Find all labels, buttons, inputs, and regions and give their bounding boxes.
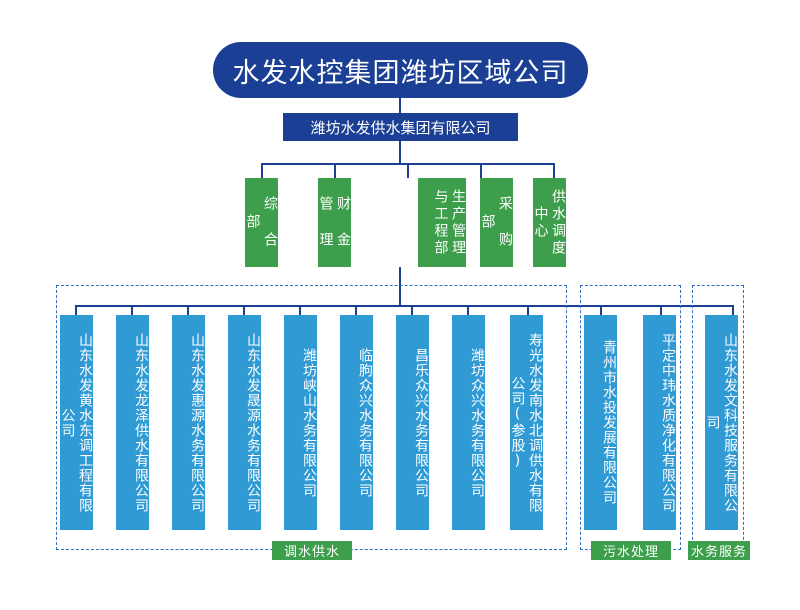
company-huangshuidongdiao: 山东水发黄水东调工程有限公司 — [60, 315, 93, 530]
dept-shengchanguanli: 生产管理与工程部 — [418, 178, 466, 267]
tag-water-supply: 调水供水 — [272, 541, 352, 560]
connector-dept-3 — [407, 163, 409, 178]
group-company: 潍坊水发供水集团有限公司 — [283, 113, 518, 141]
connector-sub-9 — [527, 305, 529, 315]
subsidiary-bus — [75, 305, 732, 307]
company-xiashan: 潍坊峡山水务有限公司 — [284, 315, 317, 530]
connector-sub-5 — [299, 305, 301, 315]
connector-dept-4 — [480, 163, 482, 178]
company-huiyuan: 山东水发惠源水务有限公司 — [172, 315, 205, 530]
connector-sub-2 — [131, 305, 133, 315]
company-weifang-zhongxing: 潍坊众兴水务有限公司 — [452, 315, 485, 530]
company-linqu-zhongxing: 临朐众兴水务有限公司 — [340, 315, 373, 530]
connector-sub-12 — [732, 305, 734, 315]
connector-dept-2 — [334, 163, 336, 178]
dept-caigoubu: 采 购 部 — [480, 178, 513, 267]
company-pingding-zhongwei: 平定中玮水质净化有限公司 — [643, 315, 676, 530]
connector-sub-3 — [187, 305, 189, 315]
connector-sub-7 — [411, 305, 413, 315]
tag-service: 水务服务 — [688, 541, 750, 560]
connector-sub-8 — [467, 305, 469, 315]
connector-trunk-subsidiaries — [399, 267, 401, 305]
company-shouguang-nanshuibeidiao: 寿光水发南水北调供水有限公司(参股) — [510, 315, 543, 530]
company-qingzhou-shuitou: 青州市水投发展有限公司 — [584, 315, 617, 530]
dept-gongshuidiaodu: 供水调度中心 — [533, 178, 566, 267]
connector-sub-10 — [600, 305, 602, 315]
dept-caijinguanli: 财 金 管 理 部 — [300, 178, 351, 267]
connector-sub-6 — [355, 305, 357, 315]
connector-dept-1 — [261, 163, 263, 178]
connector-group-bus — [399, 141, 401, 163]
tag-sewage: 污水处理 — [591, 541, 671, 560]
connector-sub-4 — [243, 305, 245, 315]
connector-dept-5 — [553, 163, 555, 178]
connector-sub-1 — [75, 305, 77, 315]
connector-title-group — [399, 98, 401, 113]
company-wenke-jishu: 山东水发文科技服务有限公司 — [705, 315, 738, 530]
company-longze: 山东水发龙泽供水有限公司 — [116, 315, 149, 530]
company-changle-zhongxing: 昌乐众兴水务有限公司 — [396, 315, 429, 530]
dept-zonghebu: 综 合 部 — [245, 178, 278, 267]
connector-sub-11 — [660, 305, 662, 315]
company-shengyuan: 山东水发晟源水务有限公司 — [228, 315, 261, 530]
chart-title: 水发水控集团潍坊区域公司 — [213, 42, 588, 98]
